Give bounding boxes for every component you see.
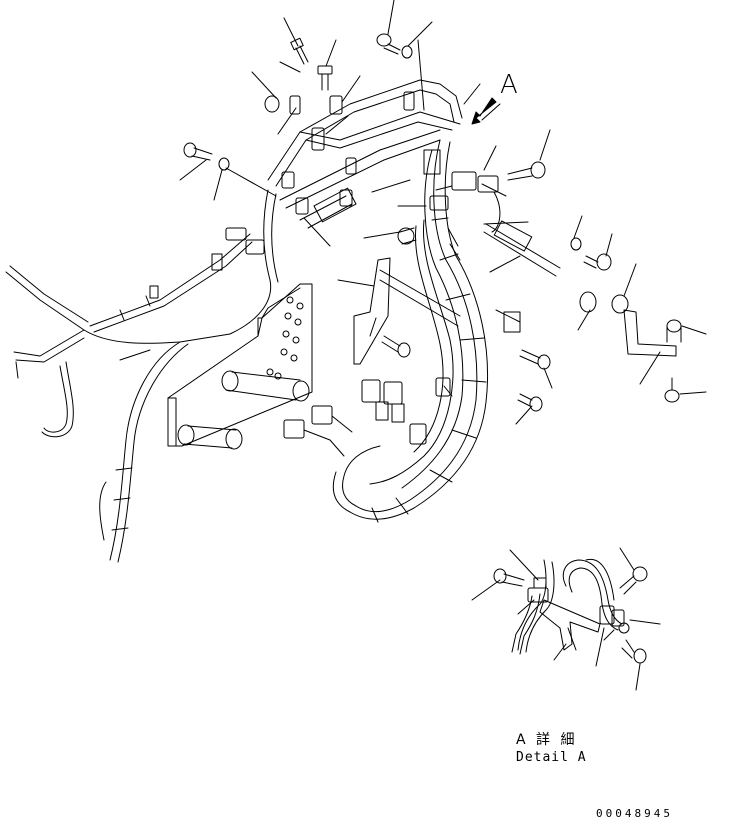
loose-hardware — [183, 33, 682, 412]
callout-leader-lines — [179, 0, 707, 425]
detail-title-english: Detail A — [516, 750, 587, 765]
view-arrow-icon — [471, 97, 501, 125]
mounting-bracket-plate — [167, 283, 313, 450]
drawing-number: 00048945 — [596, 807, 673, 820]
frame-clamps — [281, 91, 449, 215]
detail-title-japanese: A 詳 細 — [516, 732, 578, 748]
detail-a-inset — [471, 547, 661, 691]
left-harness-branch — [5, 189, 279, 563]
main-harness-loop — [283, 139, 561, 523]
view-arrow-label: A — [500, 70, 518, 100]
upper-harness-frame — [267, 79, 463, 229]
